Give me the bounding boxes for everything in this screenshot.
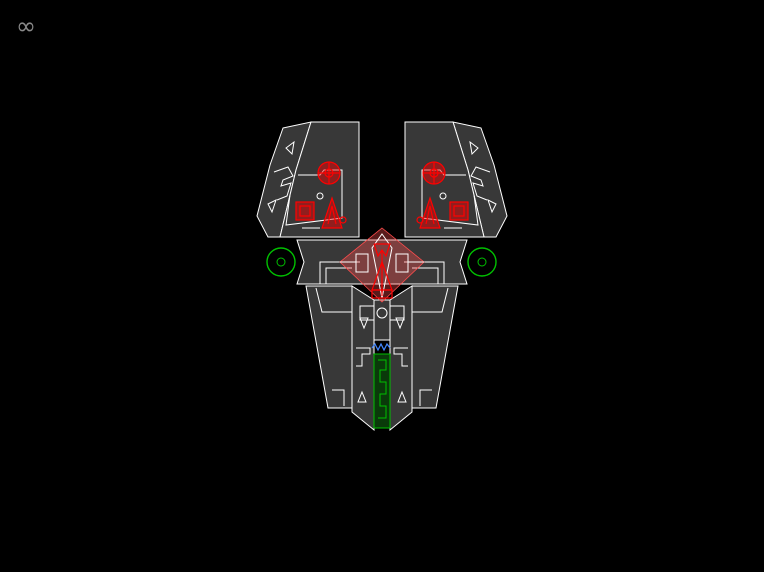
cockpit-left-window-icon (355, 253, 369, 273)
lower-right-fin (411, 285, 459, 409)
right-missile-pod-inner (453, 205, 465, 217)
engine-core (371, 342, 391, 429)
spine-left (351, 285, 375, 432)
right-wing-inner-frame (421, 169, 479, 226)
central-cannon-base (371, 289, 393, 299)
lower-right-fin-detail (412, 287, 449, 313)
left-wing-greek-key (273, 166, 294, 201)
right-thruster[interactable] (467, 247, 497, 277)
spine-right-greek-key (393, 347, 408, 367)
right-thruster-icon (467, 247, 497, 277)
lower-left-fin-detail (315, 287, 352, 313)
left-landing-strut (332, 389, 345, 406)
right-cannon-detail (425, 205, 435, 225)
left-turret-ring (324, 168, 334, 178)
right-wing-weapons[interactable] (416, 161, 469, 229)
right-turret-dot (439, 192, 447, 200)
infinity-icon: ∞ (16, 12, 36, 40)
left-thruster[interactable] (266, 247, 296, 277)
left-turret-dot (316, 192, 324, 200)
right-wing-greek-key (470, 166, 491, 201)
reactor-right-arrow-icon (395, 317, 405, 330)
left-missile-pod-inner (299, 205, 311, 217)
right-cannon-icon[interactable] (419, 196, 441, 229)
energy-wave (371, 342, 391, 352)
central-turret-icon (373, 243, 391, 258)
spine-left-arrow-icon (357, 390, 367, 403)
lower-hull (305, 285, 459, 432)
left-cannon-detail (327, 205, 337, 225)
right-cannon-dot (416, 216, 424, 224)
right-wing-arrow-icon (469, 140, 479, 156)
cockpit-shield[interactable] (339, 227, 425, 303)
right-landing-strut (419, 389, 432, 406)
spine-right-arrow-icon (397, 390, 407, 403)
left-thruster-core (276, 257, 286, 267)
lower-left-fin (305, 285, 353, 409)
right-turret-ring (429, 168, 439, 178)
reactor-core-icon (376, 307, 388, 319)
right-thruster-core (477, 257, 487, 267)
spine-left-greek-key (356, 347, 371, 367)
right-missile-pod-icon[interactable] (449, 201, 469, 221)
cockpit-right-window-icon (395, 253, 409, 273)
left-cannon-icon[interactable] (321, 196, 343, 229)
left-wing-weapons[interactable] (295, 161, 347, 229)
spine-right (389, 285, 413, 432)
crossbar-inner-right-2 (412, 267, 439, 284)
left-wing-arrow-icon-2 (267, 199, 277, 214)
crossbar-inner-left-2 (325, 267, 352, 284)
left-cannon-dot (339, 216, 347, 224)
engine-core-circuit (378, 359, 387, 419)
reactor-column (373, 299, 391, 341)
left-wing-inner-frame (285, 169, 343, 226)
right-wing-arrow-icon-2 (487, 199, 497, 214)
left-missile-pod-icon[interactable] (295, 201, 315, 221)
left-thruster-icon (266, 247, 296, 277)
reactor-left-arrow-icon (359, 317, 369, 330)
left-wing-arrow-icon (285, 140, 295, 156)
engine-core-bar (373, 353, 391, 429)
